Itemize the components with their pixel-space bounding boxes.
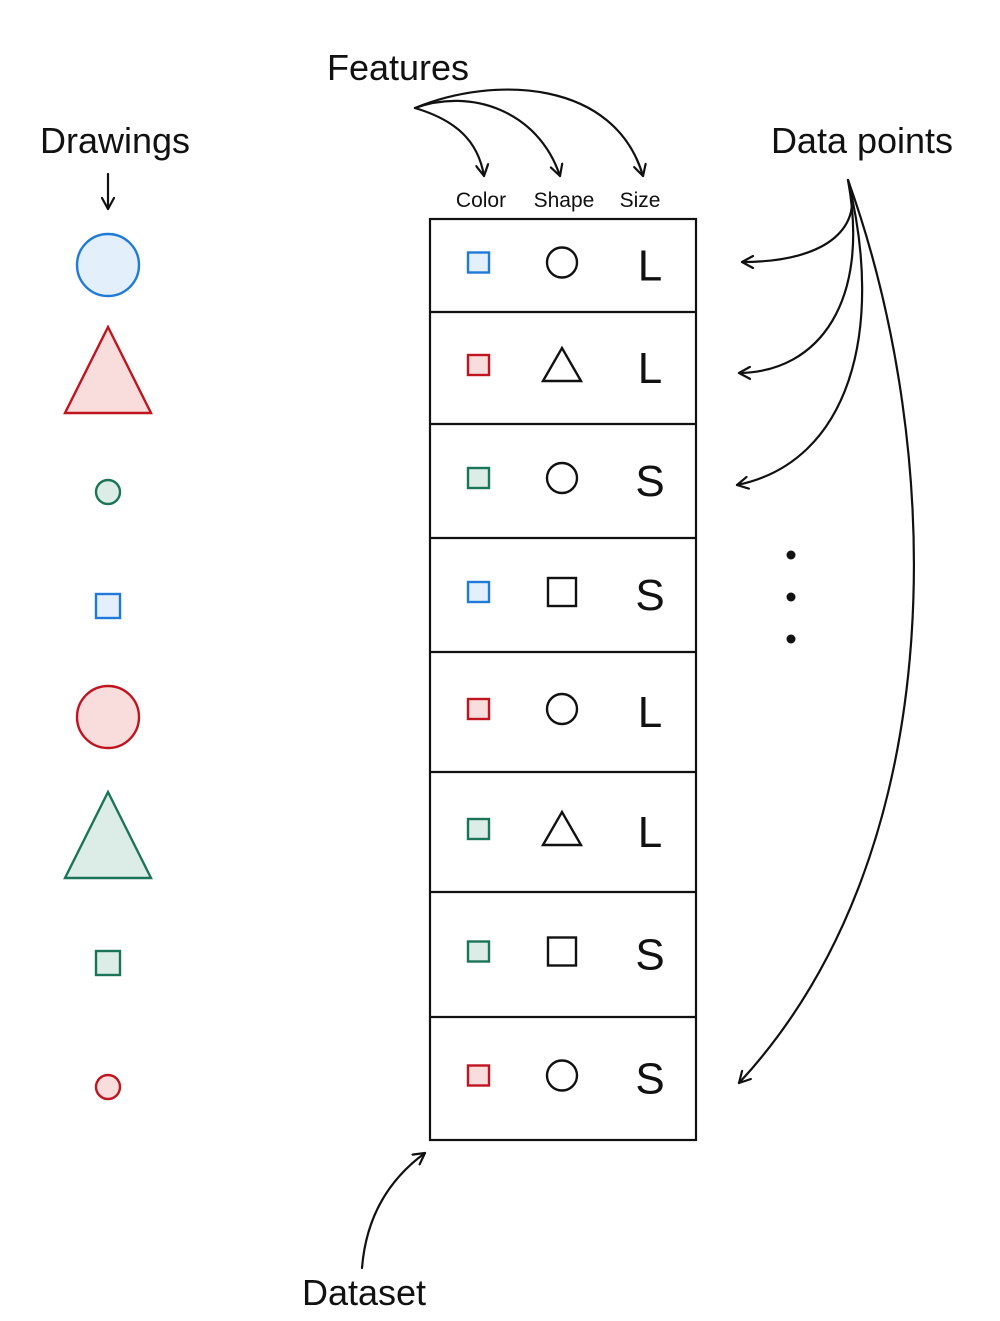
drawing-blue-square-icon <box>94 592 122 620</box>
column-header-shape: Shape <box>534 189 595 212</box>
vertical-ellipsis-icon <box>786 550 796 644</box>
color-blue-swatch-icon <box>466 580 491 604</box>
drawings-label: Drawings <box>40 120 190 161</box>
size-value: L <box>638 808 662 857</box>
shape-triangle-icon <box>540 345 584 383</box>
table-row: L <box>466 688 662 737</box>
row-dividers <box>430 310 696 1019</box>
drawing-green-triangle-icon <box>63 789 153 880</box>
table-row: S <box>466 457 665 506</box>
table-row: L <box>466 344 662 393</box>
size-value: L <box>638 688 662 737</box>
drawing-red-triangle-icon <box>63 324 153 415</box>
drawing-blue-circle-icon <box>75 232 141 298</box>
shape-circle-icon <box>545 461 579 495</box>
size-value: L <box>638 242 662 291</box>
drawing-red-circle-icon <box>94 1073 122 1101</box>
table-row: L <box>466 808 662 857</box>
features-label: Features <box>327 47 469 88</box>
drawing-green-circle-icon <box>94 478 122 506</box>
data-points-label: Data points <box>771 120 953 161</box>
color-green-swatch-icon <box>466 817 491 841</box>
column-header-size: Size <box>620 189 661 212</box>
column-header-color: Color <box>456 189 506 212</box>
color-red-swatch-icon <box>466 1064 491 1087</box>
color-blue-swatch-icon <box>466 251 491 274</box>
size-value: S <box>635 931 664 980</box>
size-value: S <box>635 1055 664 1104</box>
shape-square-icon <box>546 936 578 967</box>
table-rows: L L S S L L S S <box>466 242 665 1104</box>
shape-circle-icon <box>545 246 579 279</box>
size-value: S <box>635 571 664 620</box>
color-green-swatch-icon <box>466 466 491 490</box>
table-border <box>428 217 698 1142</box>
dataset-label: Dataset <box>302 1272 426 1313</box>
color-red-swatch-icon <box>466 353 491 377</box>
shape-circle-icon <box>545 692 579 726</box>
data-points-arrows <box>735 178 915 1085</box>
size-value: L <box>638 344 662 393</box>
table-row: S <box>466 931 665 980</box>
drawings-column <box>63 232 153 1101</box>
features-arrows <box>413 88 643 178</box>
table-row: S <box>466 1055 665 1104</box>
shape-triangle-icon <box>540 809 584 847</box>
dataset-table: L L S S L L S S <box>428 217 698 1142</box>
shape-square-icon <box>546 576 578 608</box>
drawing-red-circle-icon <box>75 684 141 750</box>
dataset-arrow <box>360 1151 427 1270</box>
table-row: L <box>466 242 662 291</box>
shape-circle-icon <box>545 1059 579 1092</box>
size-value: S <box>635 457 664 506</box>
color-green-swatch-icon <box>466 940 491 963</box>
color-red-swatch-icon <box>466 697 491 721</box>
table-row: S <box>466 571 665 620</box>
drawing-green-square-icon <box>94 949 122 977</box>
